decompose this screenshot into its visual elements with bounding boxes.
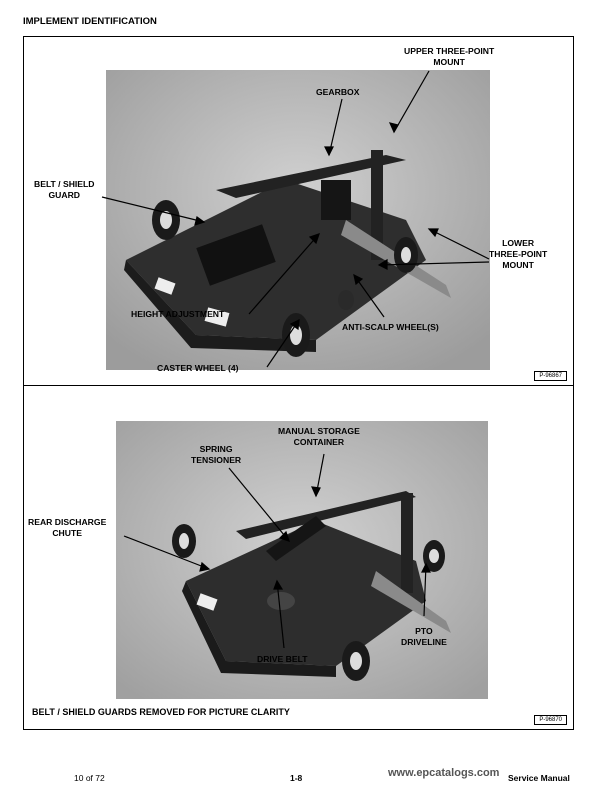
- callout-belt-shield-guard: BELT / SHIELD GUARD: [34, 179, 95, 200]
- watermark: www.epcatalogs.com: [388, 767, 500, 779]
- mower-photo-1: [106, 70, 490, 370]
- page-number: 1-8: [290, 773, 303, 783]
- page-count: 10 of 72: [74, 773, 105, 783]
- leader-lines-1: [101, 70, 490, 368]
- callout-pto-driveline: PTO DRIVELINE: [401, 626, 447, 647]
- callout-lower-three-point-mount: LOWER THREE-POINT MOUNT: [489, 238, 548, 270]
- callout-drive-belt: DRIVE BELT: [257, 654, 308, 664]
- figure-1-panel: UPPER THREE-POINT MOUNT GEARBOX BELT / S…: [23, 36, 574, 386]
- figure-ref-number: P-96870: [534, 715, 567, 725]
- leader-lines-2: [123, 453, 431, 649]
- callout-caster-wheel: CASTER WHEEL (4): [157, 363, 239, 373]
- callout-gearbox: GEARBOX: [316, 87, 360, 97]
- manual-title: Service Manual: [508, 773, 570, 783]
- figure-caption: BELT / SHIELD GUARDS REMOVED FOR PICTURE…: [32, 707, 290, 717]
- callout-spring-tensioner: SPRING TENSIONER: [191, 444, 242, 465]
- callout-height-adjustment: HEIGHT ADJUSTMENT: [131, 309, 225, 319]
- callout-rear-discharge-chute: REAR DISCHARGE CHUTE: [28, 517, 107, 538]
- section-title: IMPLEMENT IDENTIFICATION: [23, 16, 157, 27]
- mower-photo-2: [116, 421, 488, 699]
- callout-anti-scalp-wheels: ANTI-SCALP WHEEL(S): [342, 322, 439, 332]
- figure-2-panel: MANUAL STORAGE CONTAINER SPRING TENSIONE…: [23, 385, 574, 730]
- callout-manual-storage-container: MANUAL STORAGE CONTAINER: [278, 426, 360, 447]
- figure-ref-number: P-96867: [534, 371, 567, 381]
- callout-upper-three-point-mount: UPPER THREE-POINT MOUNT: [404, 46, 495, 67]
